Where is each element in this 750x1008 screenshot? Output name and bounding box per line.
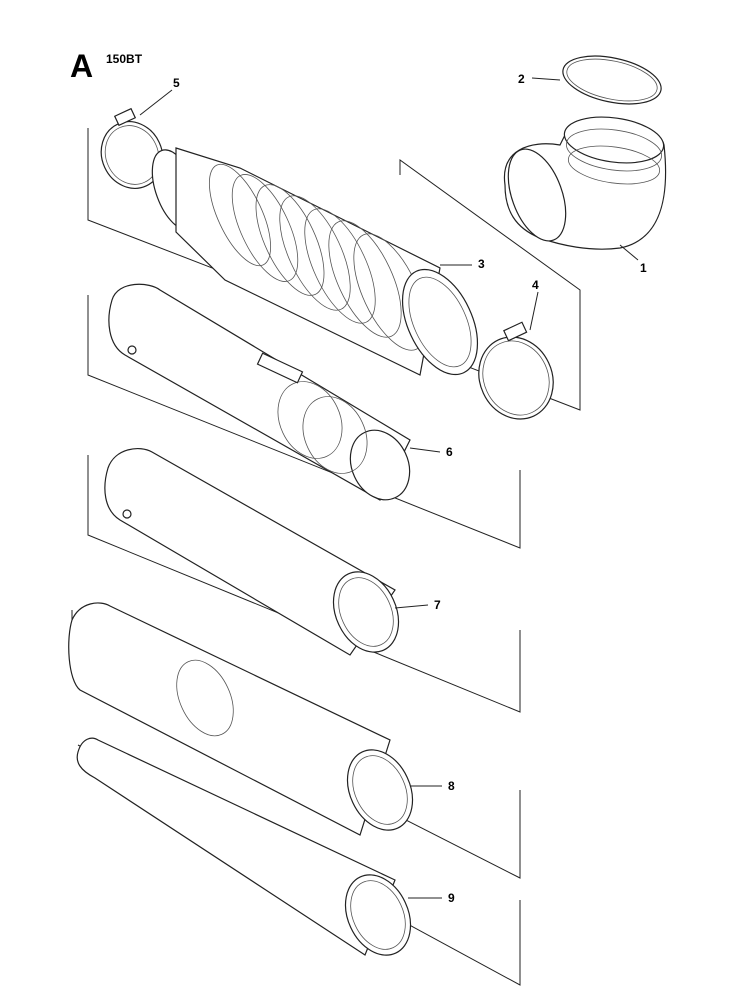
callout-9: 9 — [448, 891, 455, 905]
part-3-bellows-hose — [151, 147, 479, 376]
callout-6: 6 — [446, 445, 453, 459]
callout-7: 7 — [434, 598, 441, 612]
callout-8: 8 — [448, 779, 455, 793]
plane-outline-tube-6 — [87, 295, 521, 549]
part-5-hose-clamp — [100, 107, 164, 189]
part-6-tube — [108, 283, 411, 501]
callout-1: 1 — [640, 261, 647, 275]
section-letter: A — [70, 48, 94, 84]
callout-3: 3 — [478, 257, 485, 271]
model-label: 150BT — [106, 52, 143, 66]
part-1-elbow — [503, 116, 667, 250]
part-9-nozzle — [76, 737, 412, 956]
part-4-hose-clamp — [478, 321, 554, 420]
part-8-tube — [68, 602, 414, 836]
callout-5: 5 — [173, 76, 180, 90]
leader-lines — [139, 77, 639, 899]
part-2-o-ring — [562, 55, 662, 105]
callout-2: 2 — [518, 72, 525, 86]
callout-4: 4 — [532, 278, 539, 292]
plane-outline-upper — [87, 128, 581, 411]
part-7-tube — [104, 448, 400, 656]
